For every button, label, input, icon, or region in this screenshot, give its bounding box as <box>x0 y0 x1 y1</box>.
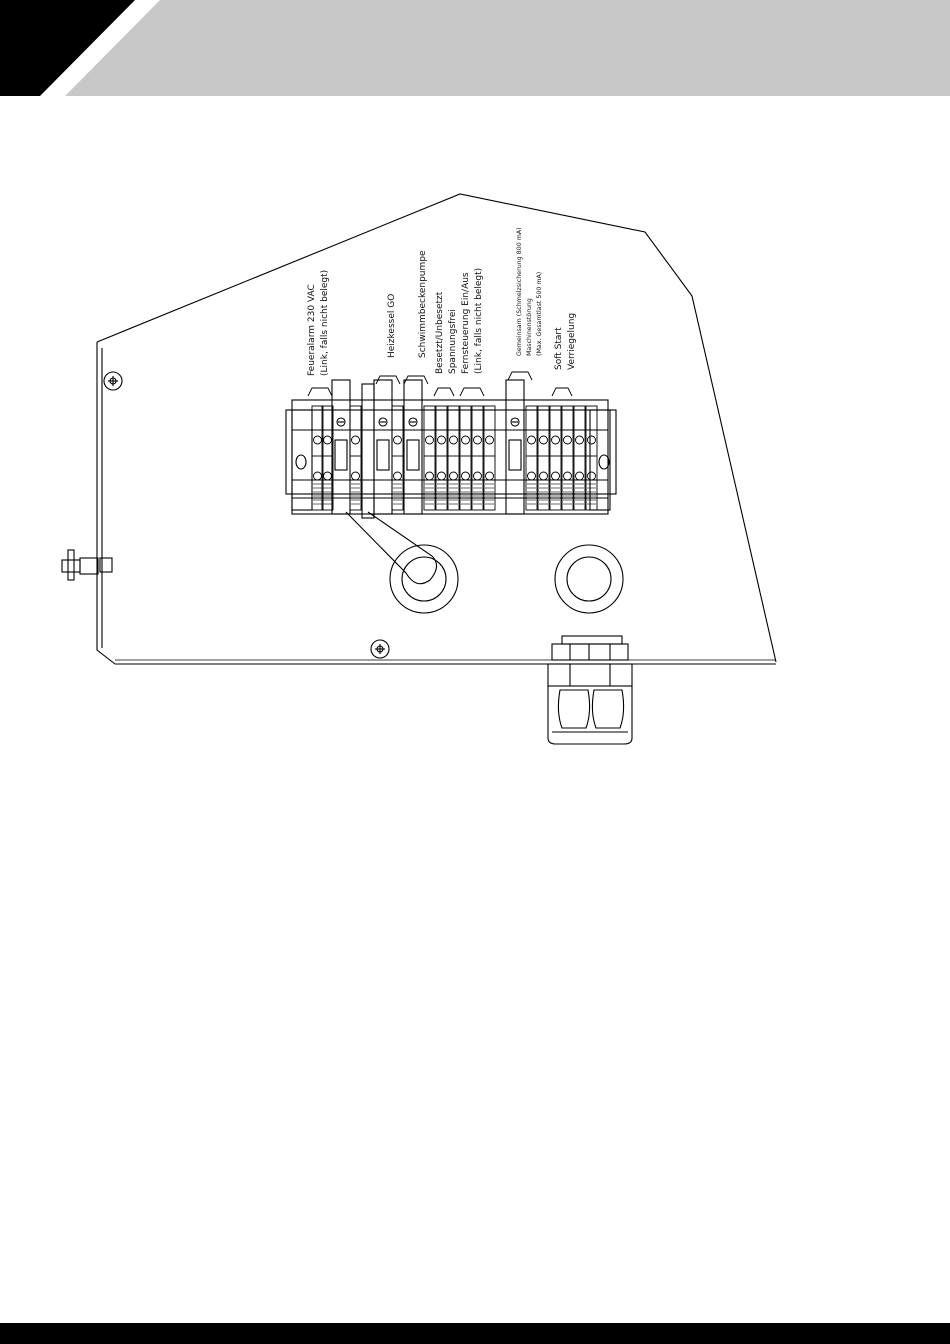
label-schwimmbeckenpumpe: Schwimmbeckenpumpe <box>418 250 428 358</box>
label-gesamtlast: (Max. Gesamtlast 500 mA) <box>536 272 543 356</box>
cable <box>346 512 437 584</box>
fuse-terminal-2 <box>362 380 392 518</box>
label-link-feueralarm: (Link, falls nicht belegt) <box>320 270 330 376</box>
label-heizkessel: Heizkessel GO <box>387 294 397 358</box>
label-maschinenstoerung: Maschinenstörung <box>526 298 533 356</box>
cable-gland <box>548 636 632 744</box>
footer-band <box>0 1323 950 1344</box>
housing-outline <box>97 194 776 664</box>
terminal-labels: Feueralarm 230 VAC (Link, falls nicht be… <box>307 227 577 376</box>
label-spannungsfrei: Spannungsfrei <box>448 309 458 374</box>
side-bolt <box>62 550 112 580</box>
label-softstart: Soft Start <box>554 327 564 370</box>
label-link-fernsteuerung: (Link, falls nicht belegt) <box>474 268 484 374</box>
label-besetzt: Besetzt/Unbesetzt <box>435 291 445 374</box>
cable-grommet-right <box>555 545 623 613</box>
label-fernsteuerung: Fernsteuerung Ein/Aus <box>461 272 471 374</box>
group-brackets <box>308 372 572 396</box>
cable-grommet-left <box>390 545 458 613</box>
mounting-screw-bottom-icon <box>371 640 389 658</box>
mounting-screw-top-icon <box>104 372 122 390</box>
label-verriegelung: Verriegelung <box>567 313 577 370</box>
label-gemeinsam: Gemeinsam (Schmelzsicherung 800 mA) <box>516 227 523 356</box>
label-feueralarm: Feueralarm 230 VAC <box>307 284 317 376</box>
